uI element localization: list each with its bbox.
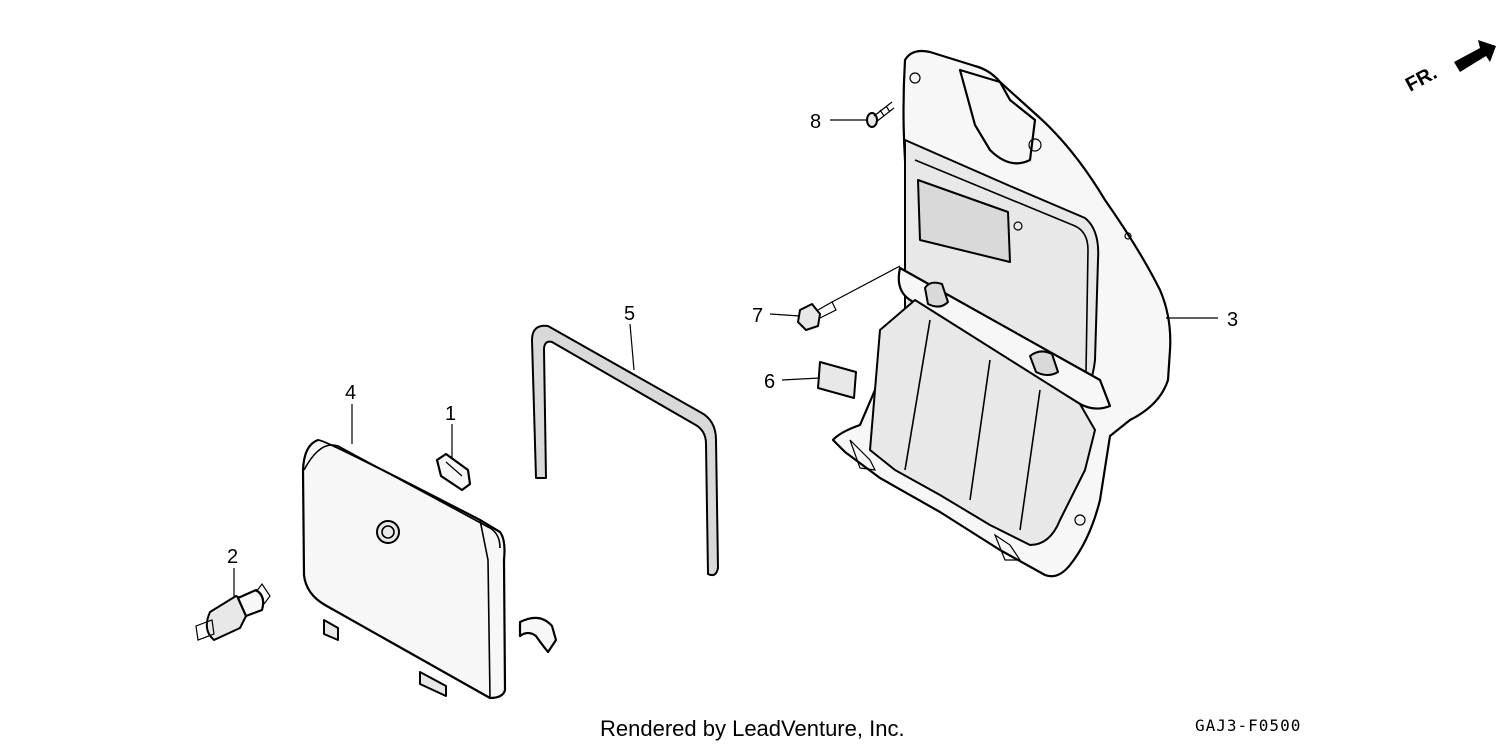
diagram-code: GAJ3-F0500 bbox=[1195, 716, 1302, 735]
callout-leaders bbox=[233, 119, 1218, 598]
callout-3: 3 bbox=[1227, 309, 1238, 331]
part-6-label bbox=[817, 361, 857, 399]
callout-7: 7 bbox=[752, 305, 763, 327]
callout-2: 2 bbox=[227, 546, 238, 568]
part-7-bolt bbox=[797, 265, 901, 331]
callout-6: 6 bbox=[764, 371, 775, 393]
render-credit: Rendered by LeadVenture, Inc. bbox=[600, 716, 905, 741]
part-5-seal bbox=[531, 324, 719, 577]
part-1-clip bbox=[435, 452, 472, 492]
fr-direction-indicator: FR. bbox=[1402, 40, 1496, 96]
callout-4: 4 bbox=[345, 382, 356, 404]
part-8-screw bbox=[866, 101, 895, 128]
callout-1: 1 bbox=[445, 403, 456, 425]
fr-direction-label: FR. bbox=[1402, 62, 1441, 97]
callout-8: 8 bbox=[810, 111, 821, 133]
part-2-key-cylinder bbox=[195, 582, 271, 641]
callout-5: 5 bbox=[624, 303, 635, 325]
part-4-lid bbox=[301, 438, 558, 700]
part-3-inner-panel bbox=[831, 49, 1172, 578]
